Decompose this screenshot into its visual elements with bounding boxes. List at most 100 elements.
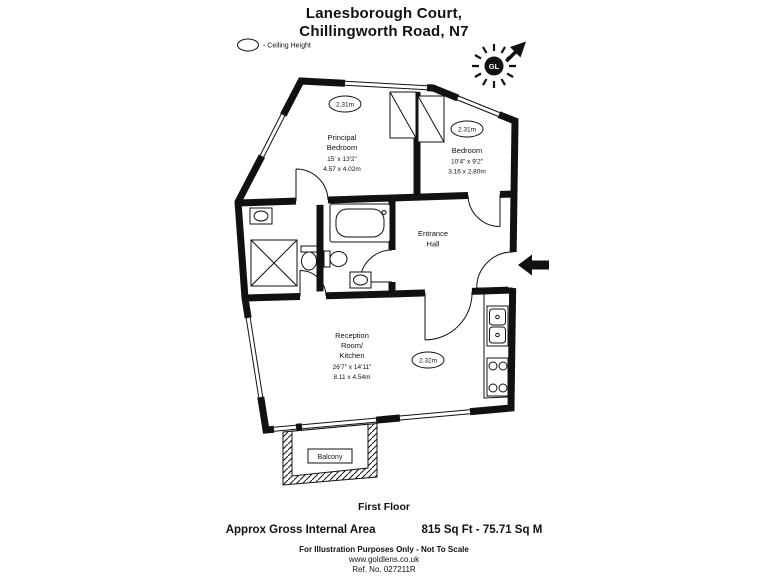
drain-1	[495, 314, 500, 320]
wardrobe-door-line	[417, 95, 445, 143]
room-name: Kitchen	[339, 351, 364, 360]
website-link[interactable]: www.goldlens.co.uk	[348, 555, 420, 564]
toilet-bowl	[301, 251, 317, 271]
windows	[243, 78, 501, 434]
gap-entrance-door	[508, 251, 518, 289]
sink-counter	[249, 207, 273, 225]
bathtub	[329, 203, 391, 243]
sink-basin	[253, 210, 269, 222]
room-name: Hall	[427, 240, 440, 249]
balcony: Balcony	[282, 422, 378, 486]
logo-circle	[484, 56, 504, 76]
window-bottom-left	[273, 422, 297, 434]
burner	[498, 383, 508, 393]
sink-counter	[349, 271, 372, 289]
bedroom-door	[467, 194, 501, 227]
principal-bedroom-labels: 2.31m Principal Bedroom 15' x 13'2" 4.57…	[323, 95, 362, 173]
ceiling-height-badge	[450, 120, 484, 138]
balcony-door	[301, 415, 377, 432]
balcony-label: Balcony	[318, 454, 343, 461]
bathtub-inner	[335, 208, 385, 238]
ceiling-height-legend: - Ceiling Height	[237, 38, 311, 52]
window-principal-side	[257, 112, 288, 159]
logo-text: GL	[489, 62, 500, 71]
sink-unit	[486, 305, 509, 347]
page-title-line1: Lanesborough Court,	[305, 5, 463, 22]
wardrobe-door-line	[389, 91, 417, 139]
entrance-hall-labels: Entrance Hall	[418, 229, 448, 249]
gap-reception-door	[424, 286, 473, 298]
room-dims-imperial: 26'7" x 14'11"	[333, 364, 372, 371]
stove	[486, 357, 509, 397]
ceiling-height-value: 2.32m	[419, 358, 437, 365]
kitchen-counter	[483, 294, 509, 399]
page-title-line2: Chillingworth Road, N7	[299, 22, 469, 40]
room-dims-metric: 4.57 x 4.02m	[323, 166, 361, 173]
room-dims-imperial: 10'4" x 9'2"	[451, 159, 484, 166]
room-name: Reception	[335, 331, 369, 340]
area-label: Approx Gross Internal Area	[225, 524, 376, 536]
ceiling-height-badge	[411, 351, 445, 369]
gap-shower-door	[299, 291, 327, 301]
kitchen	[483, 294, 509, 399]
shower-room-door	[299, 270, 327, 297]
room-name: Bedroom	[452, 146, 482, 155]
ceiling-height-value: 2.31m	[336, 102, 354, 109]
reception-labels: Reception Room/ Kitchen 26'7" x 14'11" 8…	[333, 331, 445, 381]
sink-basin	[353, 274, 368, 286]
toilet-cistern	[300, 245, 318, 253]
entrance-door	[476, 251, 514, 289]
stove-unit	[486, 357, 509, 397]
north-arrow-icon	[505, 41, 526, 63]
reception-door	[424, 291, 473, 341]
gap-bedroom-door	[467, 190, 501, 200]
legend-label: - Ceiling Height	[263, 43, 311, 50]
entrance-arrow-icon	[518, 254, 549, 276]
burner	[488, 383, 498, 393]
room-dims-imperial: 15' x 13'2"	[327, 156, 357, 163]
legend-ellipse	[237, 38, 259, 52]
burner	[488, 361, 498, 371]
exterior-walls	[234, 77, 519, 434]
drain-2	[495, 332, 500, 338]
room-name: Room/	[341, 341, 364, 350]
burner	[498, 361, 508, 371]
window-reception-left	[243, 317, 266, 398]
bathtub-outer	[329, 203, 391, 243]
wardrobe-principal	[389, 91, 417, 139]
disclaimer: For Illustration Purposes Only - Not To …	[299, 545, 469, 554]
room-dims-metric: 8.11 x 4.54m	[333, 374, 370, 381]
balcony-label-box	[307, 448, 353, 464]
compass: GL	[472, 41, 526, 88]
window-principal-top	[344, 78, 428, 93]
principal-bedroom-door	[295, 168, 329, 201]
toilet-bowl	[329, 251, 348, 267]
toilet-cistern	[323, 250, 331, 268]
kitchen-sink	[486, 305, 509, 347]
room-name: Entrance	[418, 229, 448, 238]
floor-label: First Floor	[358, 501, 410, 513]
page-title: Lanesborough Court, Chillingworth Road, …	[0, 5, 768, 40]
reference-number: Ref. No. 027211R	[352, 565, 416, 574]
area-value: 815 Sq Ft - 75.71 Sq M	[421, 524, 543, 536]
bathroom-toilet	[323, 250, 348, 268]
shower-cubicle	[250, 239, 298, 287]
sink-bowl-1	[489, 308, 506, 326]
shower-room-toilet	[300, 245, 318, 271]
bathtub-tap	[381, 210, 387, 215]
ceiling-height-badge	[328, 95, 362, 113]
area-line: Approx Gross Internal Area 815 Sq Ft - 7…	[0, 524, 768, 536]
room-name: Bedroom	[327, 143, 357, 152]
door-gaps	[295, 190, 518, 301]
wardrobe-bedroom	[417, 95, 445, 143]
shower-x-icon	[250, 239, 298, 287]
room-name: Principal	[328, 133, 357, 142]
shower-room-sink	[249, 207, 273, 225]
window-reception-bottom	[399, 407, 471, 423]
room-dims-metric: 3.16 x 2.80m	[448, 169, 486, 176]
gap-principal-door	[295, 195, 329, 206]
sink-bowl-2	[489, 326, 506, 344]
bathroom-sink	[349, 271, 372, 289]
window-bedroom-top	[456, 93, 501, 119]
